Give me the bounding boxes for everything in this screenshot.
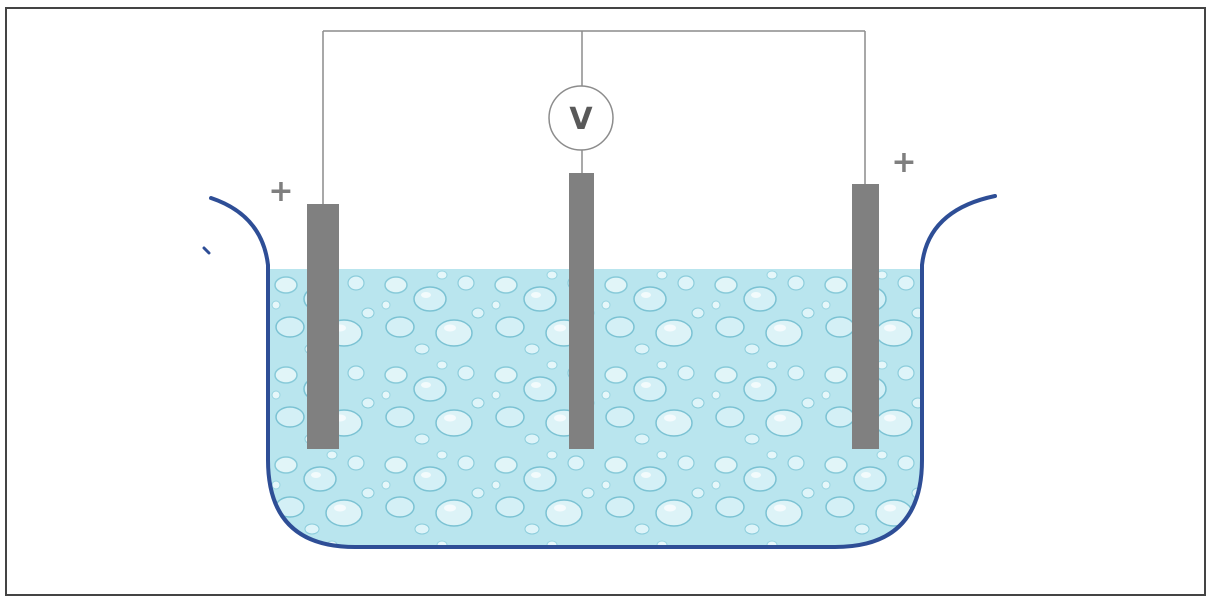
electrolyte-liquid [268, 269, 922, 547]
voltmeter-label: V [569, 102, 593, 137]
voltmeter-circle [548, 85, 614, 151]
left-electrode [307, 204, 339, 449]
middle-electrode [569, 173, 594, 449]
right-electrode [852, 184, 879, 449]
right-electrode-sign: + [891, 145, 916, 180]
circuit-wires [322, 30, 866, 206]
vessel-outline [209, 194, 997, 549]
vessel-mark [202, 246, 211, 255]
voltmeter: V [548, 85, 614, 151]
left-electrode-sign: + [268, 174, 293, 209]
